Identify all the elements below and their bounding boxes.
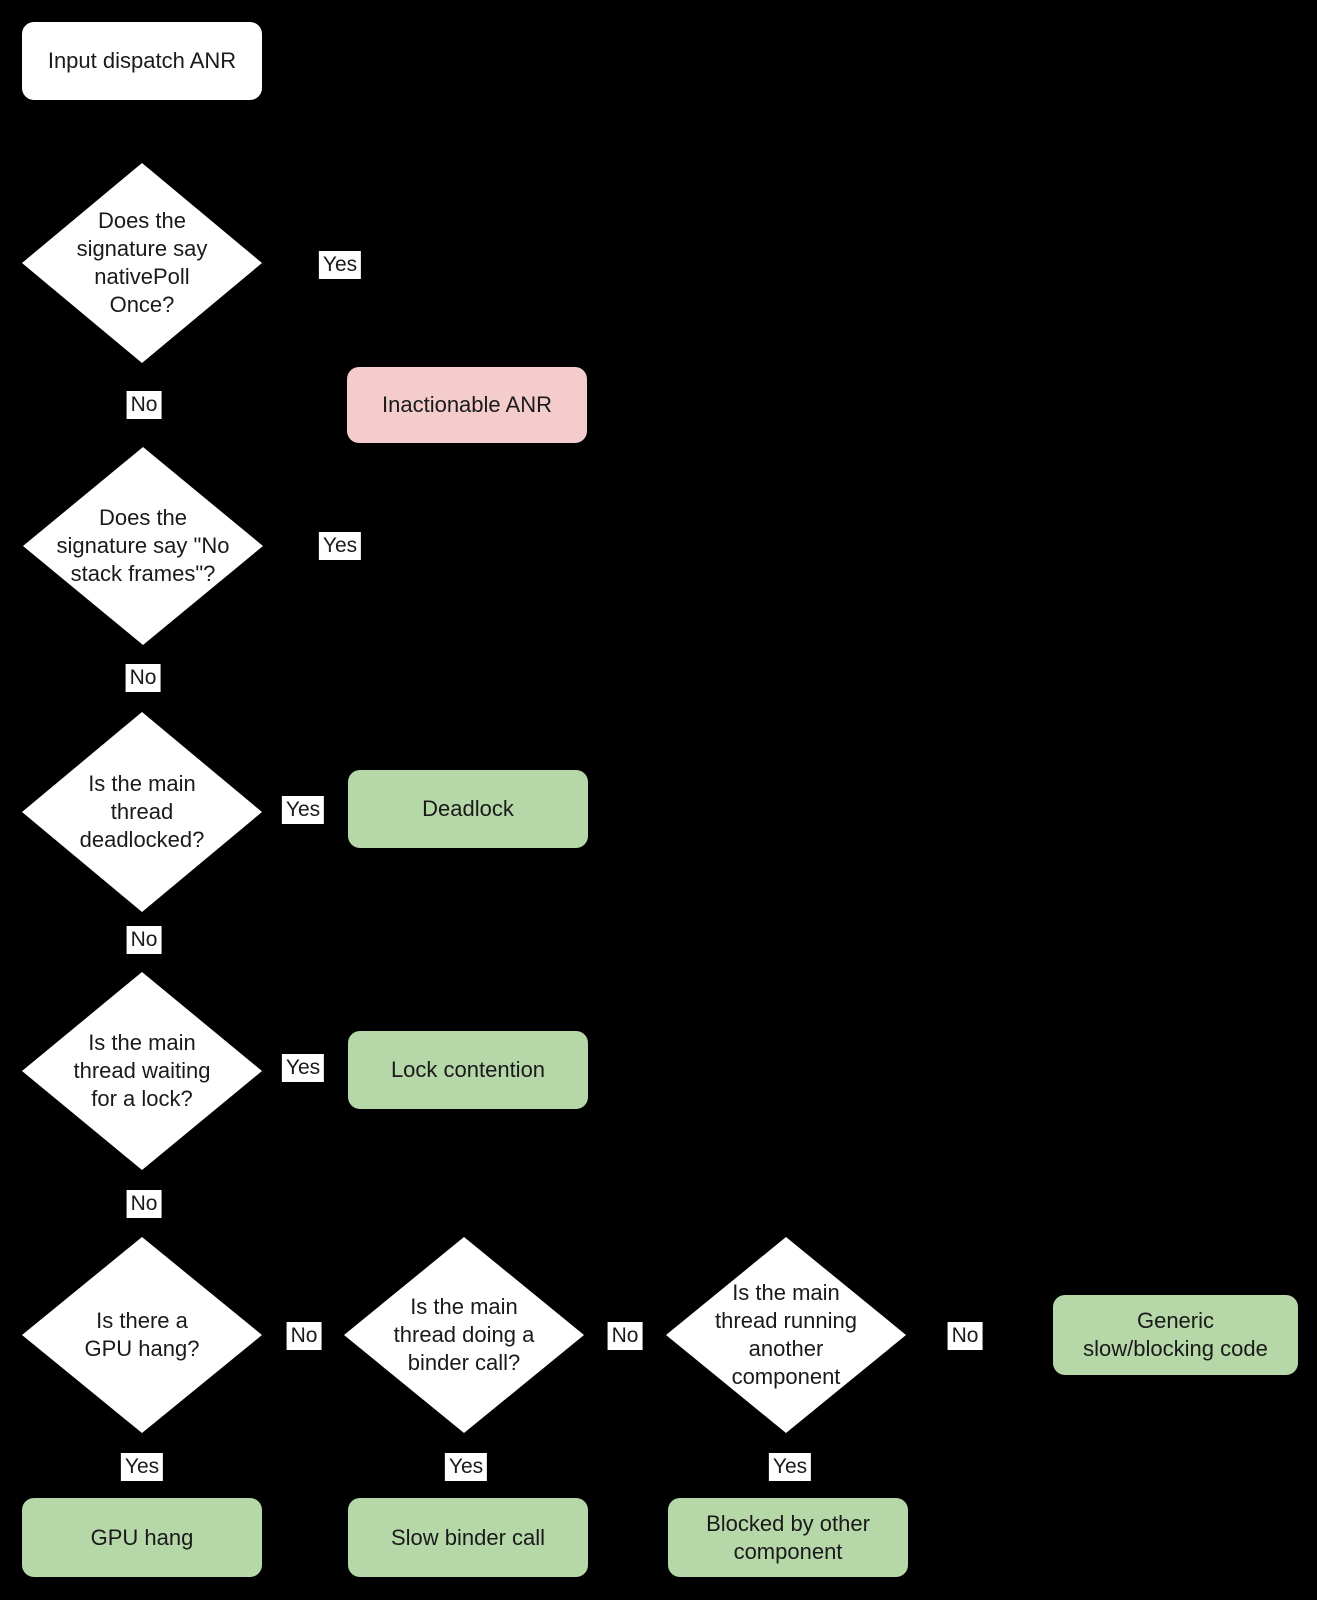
outcome-blocked-by-other-component: Blocked by other component	[668, 1498, 908, 1577]
edge-label-yes-waiting-lock: Yes	[281, 1054, 325, 1082]
outcome-lock-contention: Lock contention	[348, 1031, 588, 1109]
decision-other-component: Is the main thread running another compo…	[666, 1237, 906, 1433]
outcome-deadlock: Deadlock	[348, 770, 588, 848]
edge-label-no-deadlocked: No	[126, 926, 162, 954]
decision-no-stack-frames: Does the signature say "No stack frames"…	[23, 447, 263, 645]
decision-native-poll-once: Does the signature say nativePoll Once?	[22, 163, 262, 363]
edge-label-no-no-stack-frames: No	[125, 664, 161, 692]
edge-label-no-waiting-lock: No	[126, 1190, 162, 1218]
outcome-gpu-hang: GPU hang	[22, 1498, 262, 1577]
decision-binder-call: Is the main thread doing a binder call?	[344, 1237, 584, 1433]
edge-label-yes-gpu-hang: Yes	[120, 1453, 164, 1481]
edge-label-yes-native-poll: Yes	[318, 251, 362, 279]
edge-label-no-binder-call: No	[607, 1322, 643, 1350]
edge-label-no-gpu-hang: No	[286, 1322, 322, 1350]
edge-label-yes-deadlocked: Yes	[281, 796, 325, 824]
outcome-slow-binder-call: Slow binder call	[348, 1498, 588, 1577]
edge-label-yes-other-component: Yes	[768, 1453, 812, 1481]
edge-label-no-other-component: No	[947, 1322, 983, 1350]
edge-label-yes-binder-call: Yes	[444, 1453, 488, 1481]
edge-label-no-native-poll: No	[126, 391, 162, 419]
outcome-inactionable-anr: Inactionable ANR	[347, 367, 587, 443]
decision-gpu-hang: Is there a GPU hang?	[22, 1237, 262, 1433]
start-node-input-dispatch-anr: Input dispatch ANR	[22, 22, 262, 100]
outcome-generic-slow-blocking-code: Generic slow/blocking code	[1053, 1295, 1298, 1375]
edge-label-yes-no-stack-frames: Yes	[318, 532, 362, 560]
decision-main-thread-waiting-lock: Is the main thread waiting for a lock?	[22, 972, 262, 1170]
decision-main-thread-deadlocked: Is the main thread deadlocked?	[22, 712, 262, 912]
